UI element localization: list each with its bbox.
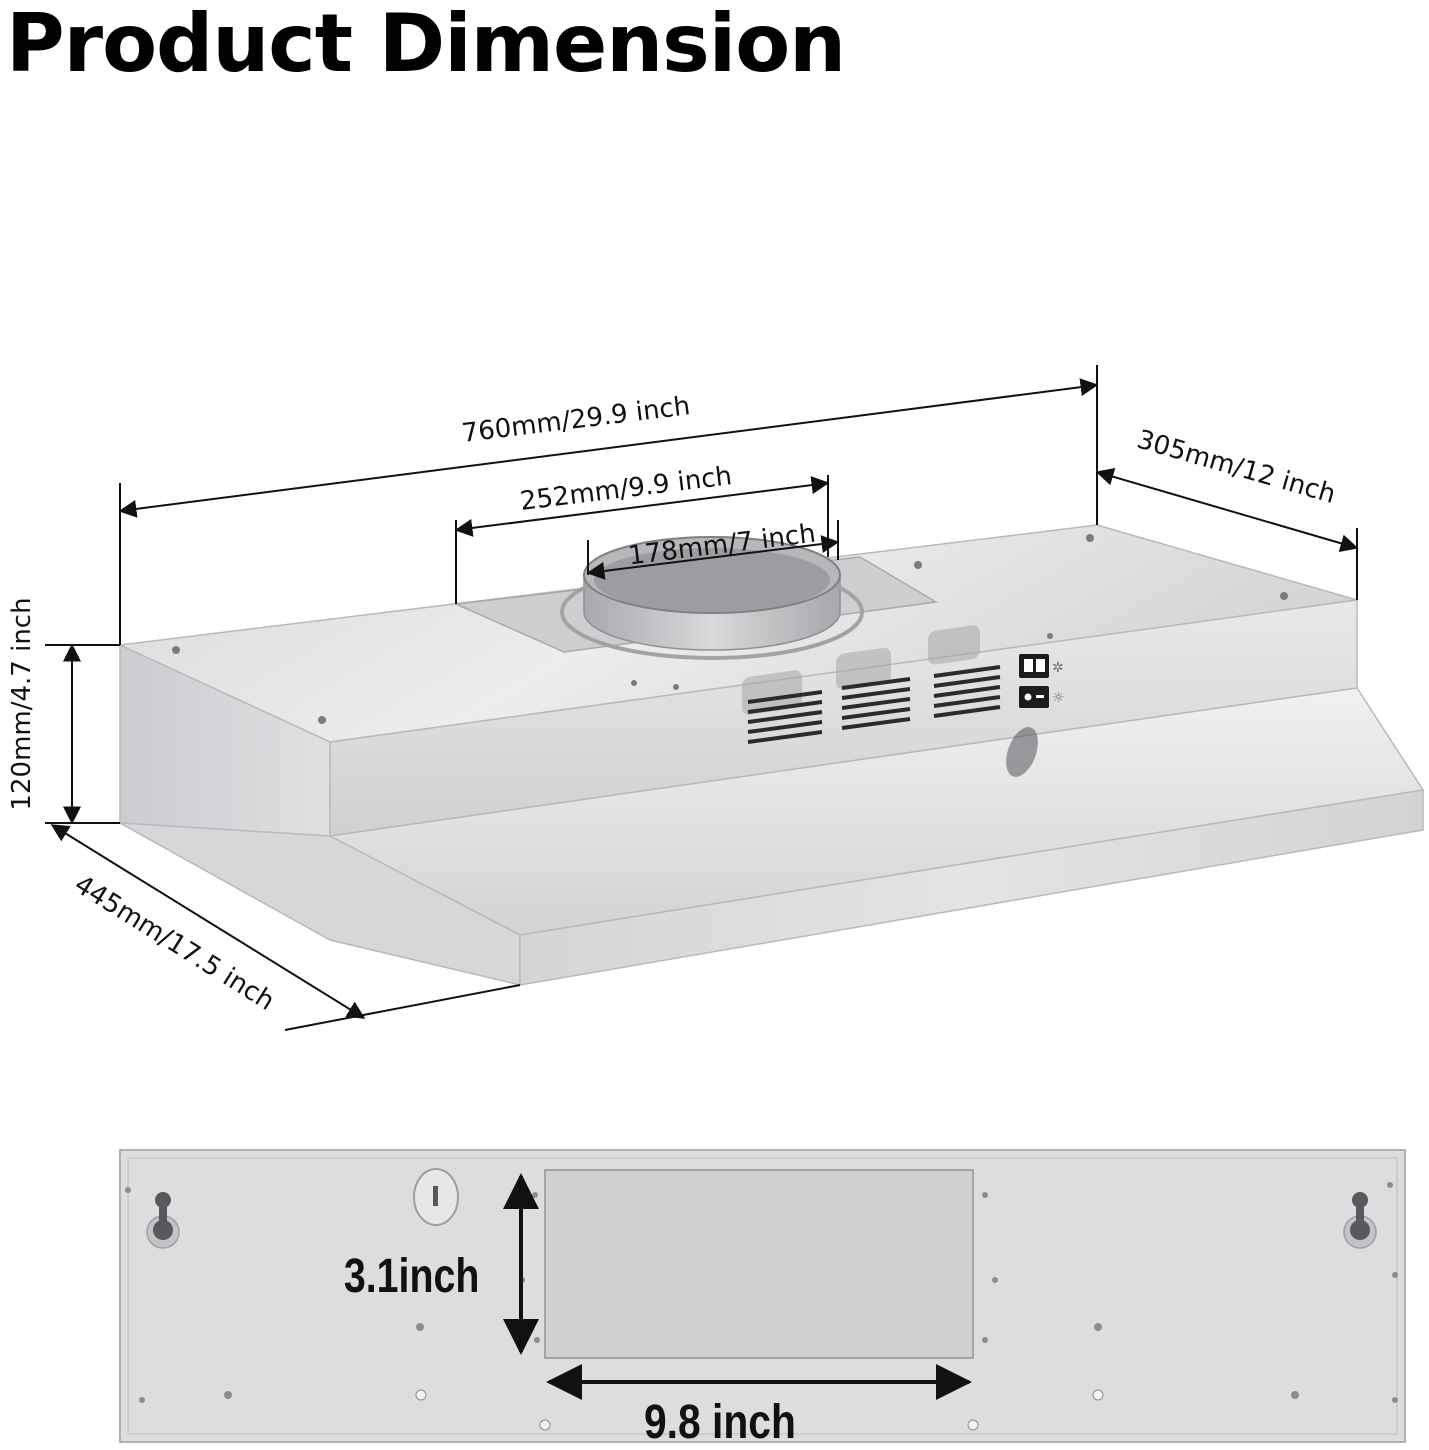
- hood-bottom-face: [519, 789, 1424, 986]
- dimension-lines: [45, 365, 1359, 1031]
- lip-reflections: [742, 625, 1038, 777]
- light-switch: [1019, 686, 1049, 708]
- dim-line-front-depth: [50, 824, 366, 1019]
- control-switches: ✲ ☼: [1019, 654, 1065, 708]
- label-width: 760mm/29.9 inch: [460, 391, 692, 449]
- label-side-depth: 305mm/12 inch: [1134, 425, 1339, 510]
- vent-grille-right: [933, 665, 1001, 718]
- page-title: Product Dimension: [6, 0, 846, 90]
- top-screw-holes: [172, 534, 1288, 724]
- dim-line-side-depth: [1095, 467, 1359, 553]
- label-filter-width: 9.8 inch: [644, 1396, 796, 1449]
- label-height: 120mm/4.7 inch: [7, 597, 37, 810]
- light-symbol-icon: ☼: [1052, 690, 1065, 706]
- filter-dimension-lines: [503, 1173, 972, 1400]
- cable-knockout: [413, 1168, 459, 1226]
- grease-filter: [544, 1169, 974, 1359]
- fan-symbol-icon: ✲: [1052, 660, 1064, 676]
- keyhole-mount-left: [146, 1192, 180, 1249]
- dim-line-duct: [586, 535, 840, 580]
- vent-grille-middle: [841, 677, 911, 730]
- dim-line-plate: [454, 476, 830, 537]
- dim-line-width: [118, 378, 1099, 518]
- label-filter-height: 3.1inch: [344, 1249, 480, 1303]
- bottom-screw-holes: [125, 1182, 1398, 1431]
- keyhole-mount-right: [1343, 1192, 1377, 1249]
- vent-grilles: [747, 665, 1001, 744]
- vent-grille-left: [747, 690, 823, 744]
- hood-3d-view: ✲ ☼: [117, 524, 1425, 986]
